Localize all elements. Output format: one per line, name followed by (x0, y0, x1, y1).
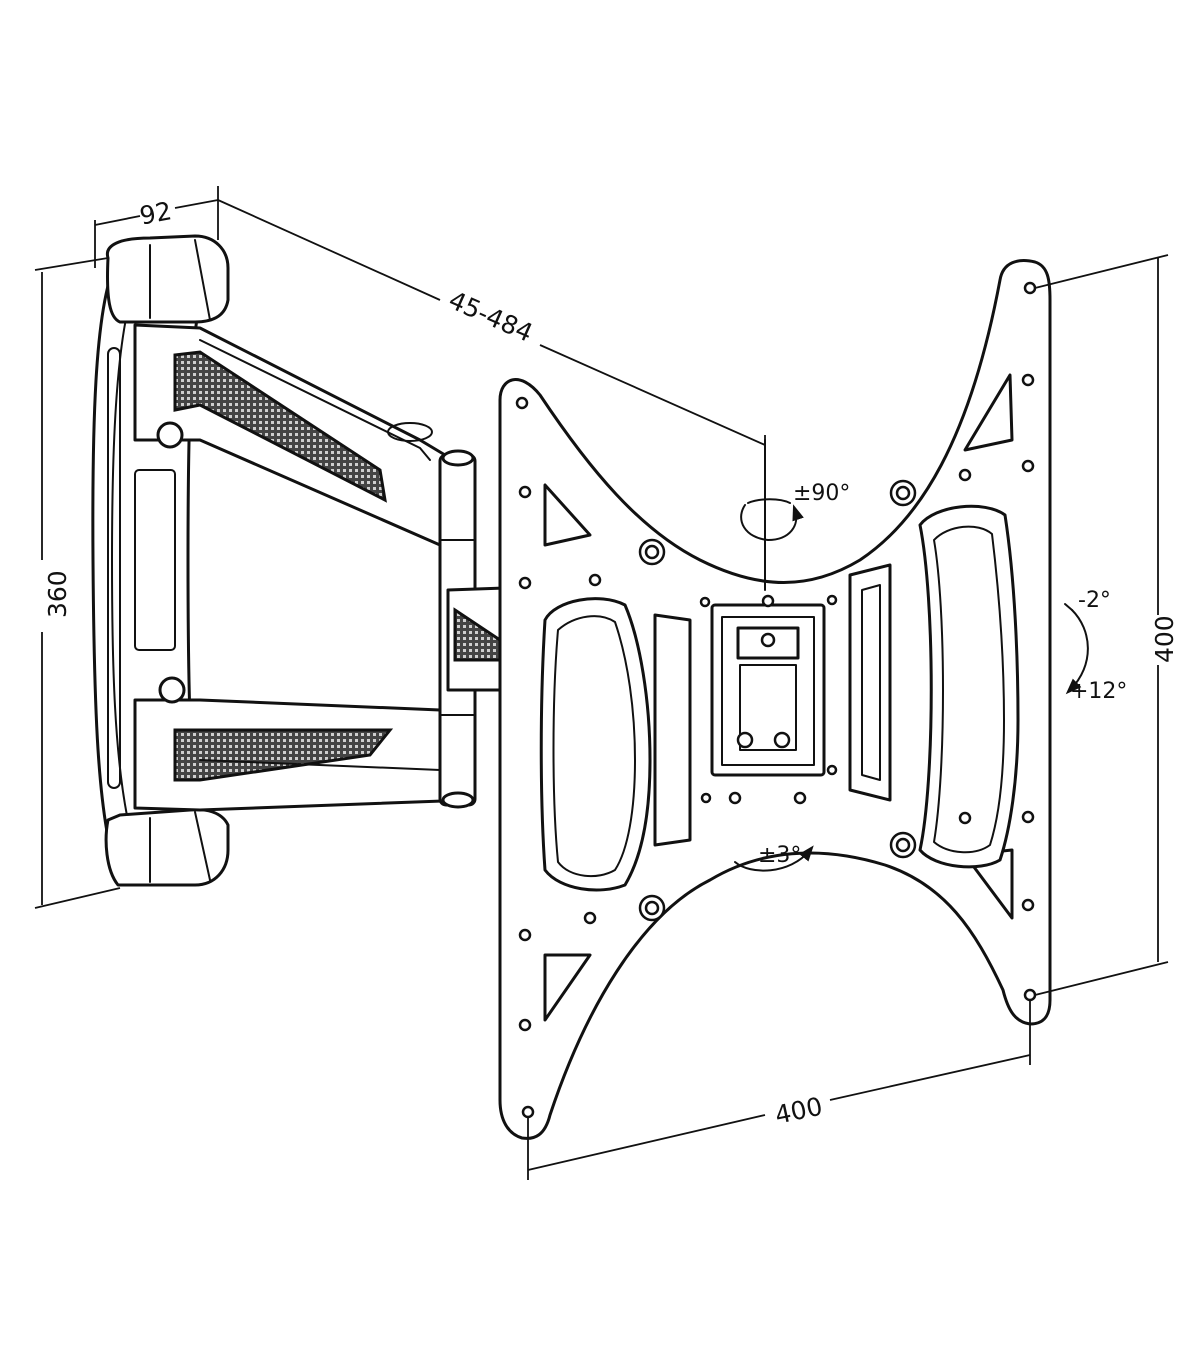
dim-vesa-width-label: 400 (772, 1092, 825, 1130)
dim-vesa-height-label: 400 (1150, 615, 1179, 663)
dim-extension-label: 45-484 (444, 285, 537, 348)
dim-depth-label: 92 (137, 196, 174, 231)
upper-arm (133, 323, 472, 547)
rotation-arrow (734, 845, 814, 872)
arm-hinge (438, 449, 507, 809)
dim-wall-height-label: 360 (43, 570, 72, 618)
dim-vesa-height (1034, 254, 1169, 996)
dim-extension (217, 199, 766, 460)
tilt-down-label: +12° (1070, 679, 1127, 704)
mounting-holes (515, 281, 1037, 1119)
vesa-plate (498, 259, 1052, 1140)
swivel-arrow (740, 439, 804, 591)
dim-wall-height (34, 257, 121, 909)
lower-arm (133, 676, 472, 812)
tilt-up-label: -2° (1078, 588, 1111, 613)
tilt-arrow (1064, 603, 1089, 695)
dim-vesa-width (527, 1000, 1031, 1180)
swivel-label: ±90° (793, 481, 850, 506)
rotation-label: ±3° (758, 843, 801, 868)
